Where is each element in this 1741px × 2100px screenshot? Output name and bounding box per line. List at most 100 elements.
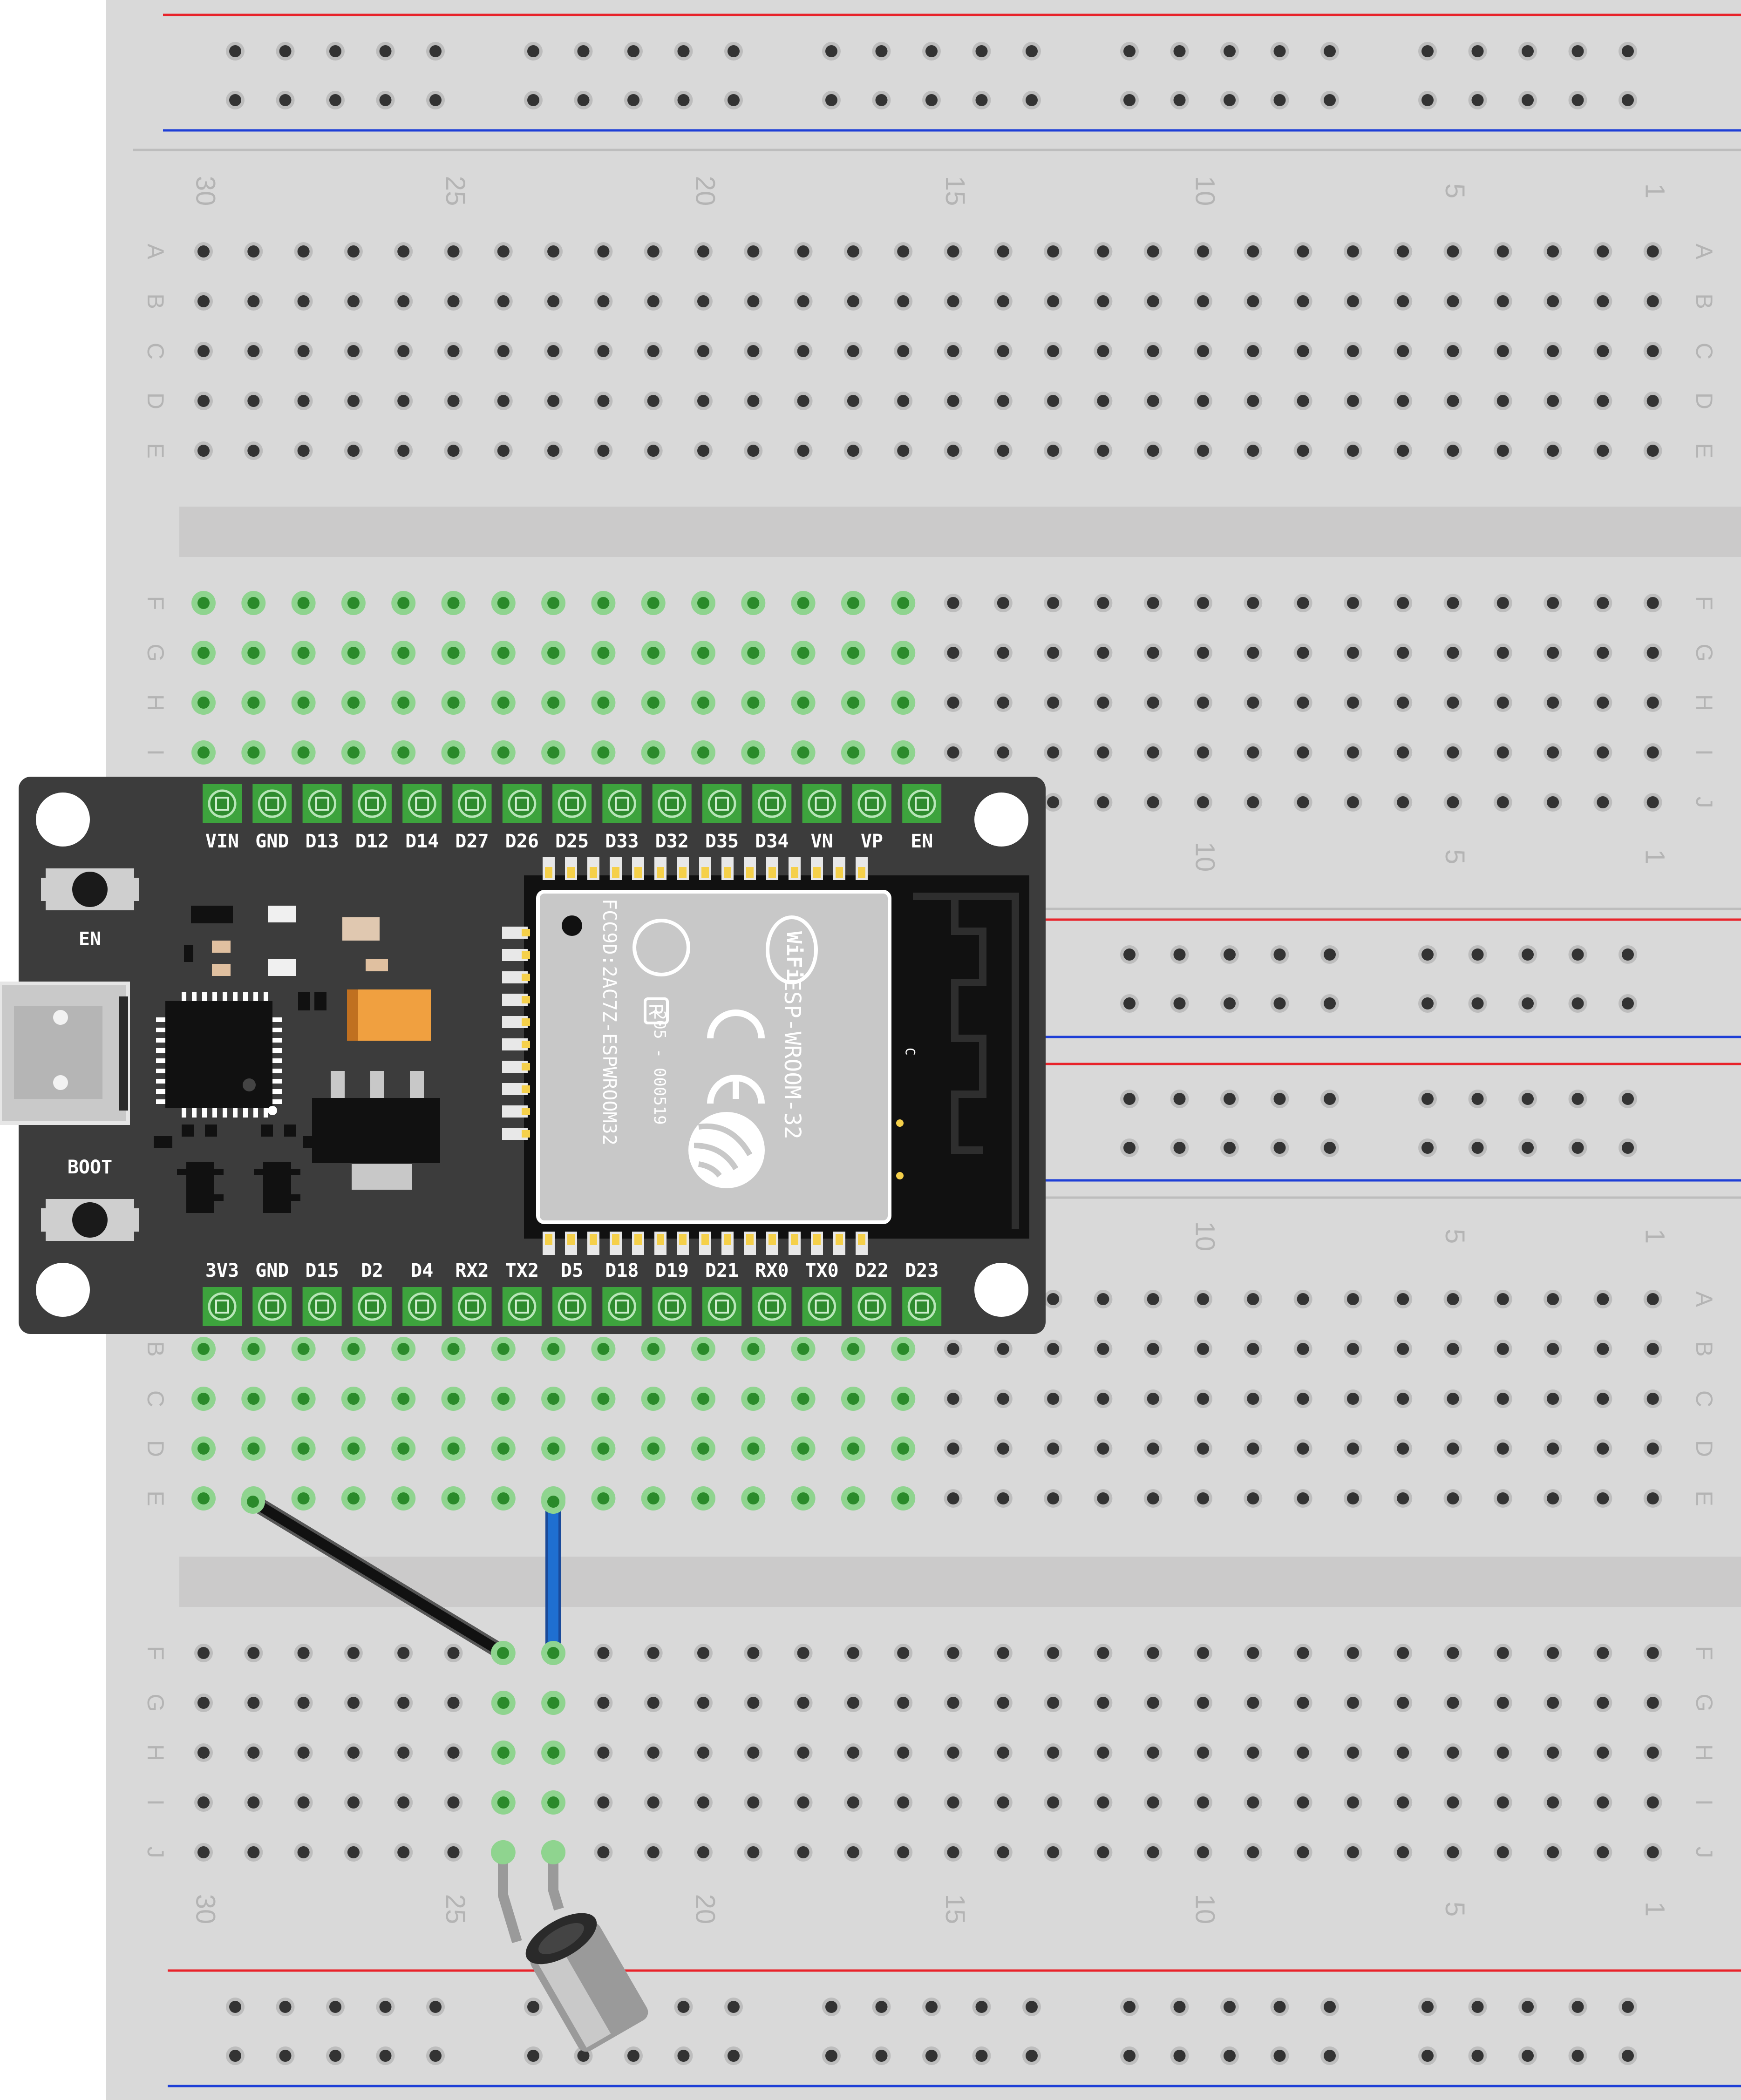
rail-hole[interactable] xyxy=(1622,948,1634,961)
breadboard-hole[interactable] xyxy=(1397,1796,1409,1809)
rail-hole[interactable] xyxy=(329,2001,341,2013)
breadboard-hole[interactable] xyxy=(1147,295,1159,307)
rail-hole[interactable] xyxy=(728,2050,740,2062)
breadboard-hole[interactable] xyxy=(847,1747,859,1759)
breadboard-hole[interactable] xyxy=(547,1796,560,1809)
breadboard-hole[interactable] xyxy=(1397,1443,1409,1455)
breadboard-hole[interactable] xyxy=(497,597,510,609)
rail-hole[interactable] xyxy=(1224,1142,1236,1154)
breadboard-hole[interactable] xyxy=(297,245,310,257)
breadboard-hole[interactable] xyxy=(797,1796,809,1809)
breadboard-hole[interactable] xyxy=(797,1697,809,1709)
rail-hole[interactable] xyxy=(1421,2001,1434,2013)
rail-hole[interactable] xyxy=(1324,948,1336,961)
breadboard-hole[interactable] xyxy=(647,697,660,709)
breadboard-hole[interactable] xyxy=(197,295,210,307)
breadboard-hole[interactable] xyxy=(1547,295,1559,307)
breadboard-hole[interactable] xyxy=(1147,597,1159,609)
breadboard-hole[interactable] xyxy=(1347,647,1359,659)
breadboard-hole[interactable] xyxy=(747,445,760,457)
rail-hole[interactable] xyxy=(1173,1093,1186,1105)
breadboard-hole[interactable] xyxy=(1047,245,1060,257)
rail-hole[interactable] xyxy=(627,2050,639,2062)
breadboard-hole[interactable] xyxy=(1147,1846,1159,1858)
breadboard-hole[interactable] xyxy=(1097,1697,1109,1709)
breadboard-hole[interactable] xyxy=(1496,647,1509,659)
breadboard-hole[interactable] xyxy=(597,1796,610,1809)
rail-hole[interactable] xyxy=(279,2001,292,2013)
breadboard-hole[interactable] xyxy=(1496,1343,1509,1355)
breadboard-hole[interactable] xyxy=(1447,1393,1459,1405)
breadboard-hole[interactable] xyxy=(1496,697,1509,709)
breadboard-hole[interactable] xyxy=(1197,1343,1209,1355)
breadboard-hole[interactable] xyxy=(1147,746,1159,759)
breadboard-hole[interactable] xyxy=(347,345,360,357)
breadboard-hole[interactable] xyxy=(497,1697,510,1709)
breadboard-hole[interactable] xyxy=(1597,746,1609,759)
breadboard-hole[interactable] xyxy=(1347,1393,1359,1405)
breadboard-hole[interactable] xyxy=(1297,295,1309,307)
rail-hole[interactable] xyxy=(429,94,442,106)
breadboard-hole[interactable] xyxy=(1496,1747,1509,1759)
breadboard-hole[interactable] xyxy=(997,1796,1009,1809)
breadboard-hole[interactable] xyxy=(847,245,859,257)
breadboard-hole[interactable] xyxy=(1447,1293,1459,1305)
breadboard-hole[interactable] xyxy=(747,1747,760,1759)
breadboard-hole[interactable] xyxy=(197,1492,210,1504)
rail-hole[interactable] xyxy=(975,45,988,57)
rail-hole[interactable] xyxy=(1173,2001,1186,2013)
breadboard-hole[interactable] xyxy=(297,345,310,357)
breadboard-hole[interactable] xyxy=(1197,796,1209,808)
breadboard-hole[interactable] xyxy=(1397,1343,1409,1355)
breadboard-hole[interactable] xyxy=(247,746,260,759)
breadboard-hole[interactable] xyxy=(747,295,760,307)
breadboard-hole[interactable] xyxy=(1147,1492,1159,1504)
rail-hole[interactable] xyxy=(1421,94,1434,106)
breadboard-hole[interactable] xyxy=(1297,1796,1309,1809)
breadboard-hole[interactable] xyxy=(497,245,510,257)
rail-hole[interactable] xyxy=(1026,2050,1038,2062)
rail-hole[interactable] xyxy=(1273,2001,1286,2013)
breadboard-hole[interactable] xyxy=(897,1697,910,1709)
rail-hole[interactable] xyxy=(1324,1142,1336,1154)
breadboard-hole[interactable] xyxy=(1247,1796,1259,1809)
breadboard-hole[interactable] xyxy=(1197,697,1209,709)
breadboard-hole[interactable] xyxy=(497,1393,510,1405)
rail-hole[interactable] xyxy=(1571,997,1584,1009)
breadboard-hole[interactable] xyxy=(1147,345,1159,357)
rail-hole[interactable] xyxy=(1622,1142,1634,1154)
rail-hole[interactable] xyxy=(1173,948,1186,961)
breadboard-hole[interactable] xyxy=(447,1747,460,1759)
breadboard-hole[interactable] xyxy=(997,395,1009,407)
breadboard-hole[interactable] xyxy=(947,1796,959,1809)
breadboard-hole[interactable] xyxy=(847,1343,859,1355)
rail-hole[interactable] xyxy=(229,2050,241,2062)
breadboard-hole[interactable] xyxy=(947,1492,959,1504)
breadboard-hole[interactable] xyxy=(947,295,959,307)
breadboard-hole[interactable] xyxy=(497,445,510,457)
breadboard-hole[interactable] xyxy=(297,1443,310,1455)
breadboard-hole[interactable] xyxy=(247,245,260,257)
breadboard-hole[interactable] xyxy=(597,597,610,609)
rail-hole[interactable] xyxy=(677,2001,690,2013)
breadboard-hole[interactable] xyxy=(1597,796,1609,808)
breadboard-hole[interactable] xyxy=(897,746,910,759)
breadboard-hole[interactable] xyxy=(1097,746,1109,759)
breadboard-hole[interactable] xyxy=(1097,647,1109,659)
breadboard-hole[interactable] xyxy=(697,597,709,609)
breadboard-hole[interactable] xyxy=(647,1492,660,1504)
breadboard-hole[interactable] xyxy=(497,395,510,407)
breadboard-hole[interactable] xyxy=(897,1343,910,1355)
breadboard-hole[interactable] xyxy=(647,1846,660,1858)
breadboard-hole[interactable] xyxy=(297,1796,310,1809)
breadboard-hole[interactable] xyxy=(1597,597,1609,609)
breadboard-hole[interactable] xyxy=(1047,1393,1060,1405)
breadboard-hole[interactable] xyxy=(447,697,460,709)
breadboard-hole[interactable] xyxy=(547,345,560,357)
breadboard-hole[interactable] xyxy=(1547,1393,1559,1405)
rail-hole[interactable] xyxy=(1622,997,1634,1009)
breadboard-hole[interactable] xyxy=(1547,1647,1559,1659)
breadboard-hole[interactable] xyxy=(1646,1443,1659,1455)
breadboard-hole[interactable] xyxy=(347,1796,360,1809)
breadboard-hole[interactable] xyxy=(997,1393,1009,1405)
